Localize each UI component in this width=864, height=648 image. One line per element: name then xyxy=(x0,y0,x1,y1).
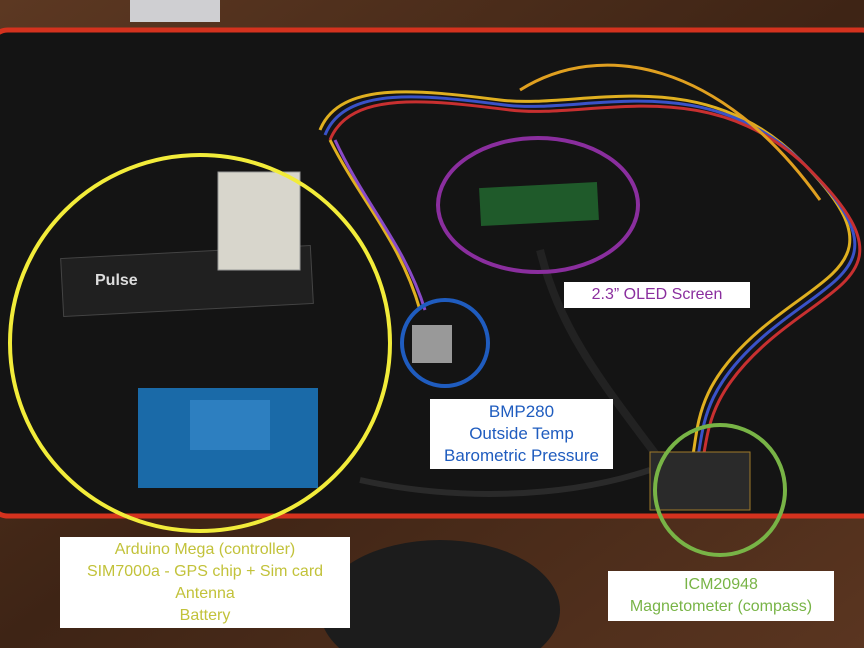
bmp280-connector xyxy=(412,325,452,363)
icm-circle xyxy=(653,423,787,557)
label-line: Arduino Mega (controller) xyxy=(114,541,296,558)
icm-label: ICM20948 Magnetometer (compass) xyxy=(608,571,834,621)
label-line: Barometric Pressure xyxy=(444,446,599,465)
label-line: SIM7000a - GPS chip + Sim card xyxy=(86,563,324,580)
oled-label: 2.3” OLED Screen xyxy=(564,282,750,308)
battery xyxy=(217,171,301,271)
antenna-logo: Pulse xyxy=(95,272,138,289)
controller-label: Arduino Mega (controller) SIM7000a - GPS… xyxy=(60,537,350,628)
oled-screen xyxy=(479,181,599,227)
dark-disc xyxy=(320,540,560,648)
controller-circle xyxy=(8,153,392,533)
sim7000-board xyxy=(190,400,270,450)
wire-bundle xyxy=(318,63,862,497)
bmp-label: BMP280 Outside Temp Barometric Pressure xyxy=(430,399,613,469)
oled-circle xyxy=(436,136,640,274)
icm20948-board xyxy=(649,451,751,511)
label-line: BMP280 xyxy=(488,402,555,421)
label-line: Antenna xyxy=(175,585,235,602)
bmp-circle xyxy=(400,298,490,388)
label-line: ICM20948 xyxy=(684,576,758,593)
label-line: Battery xyxy=(179,607,231,624)
laptop-edge xyxy=(130,0,220,22)
label-line: Magnetometer (compass) xyxy=(629,598,813,615)
label-line: Outside Temp xyxy=(469,424,574,443)
